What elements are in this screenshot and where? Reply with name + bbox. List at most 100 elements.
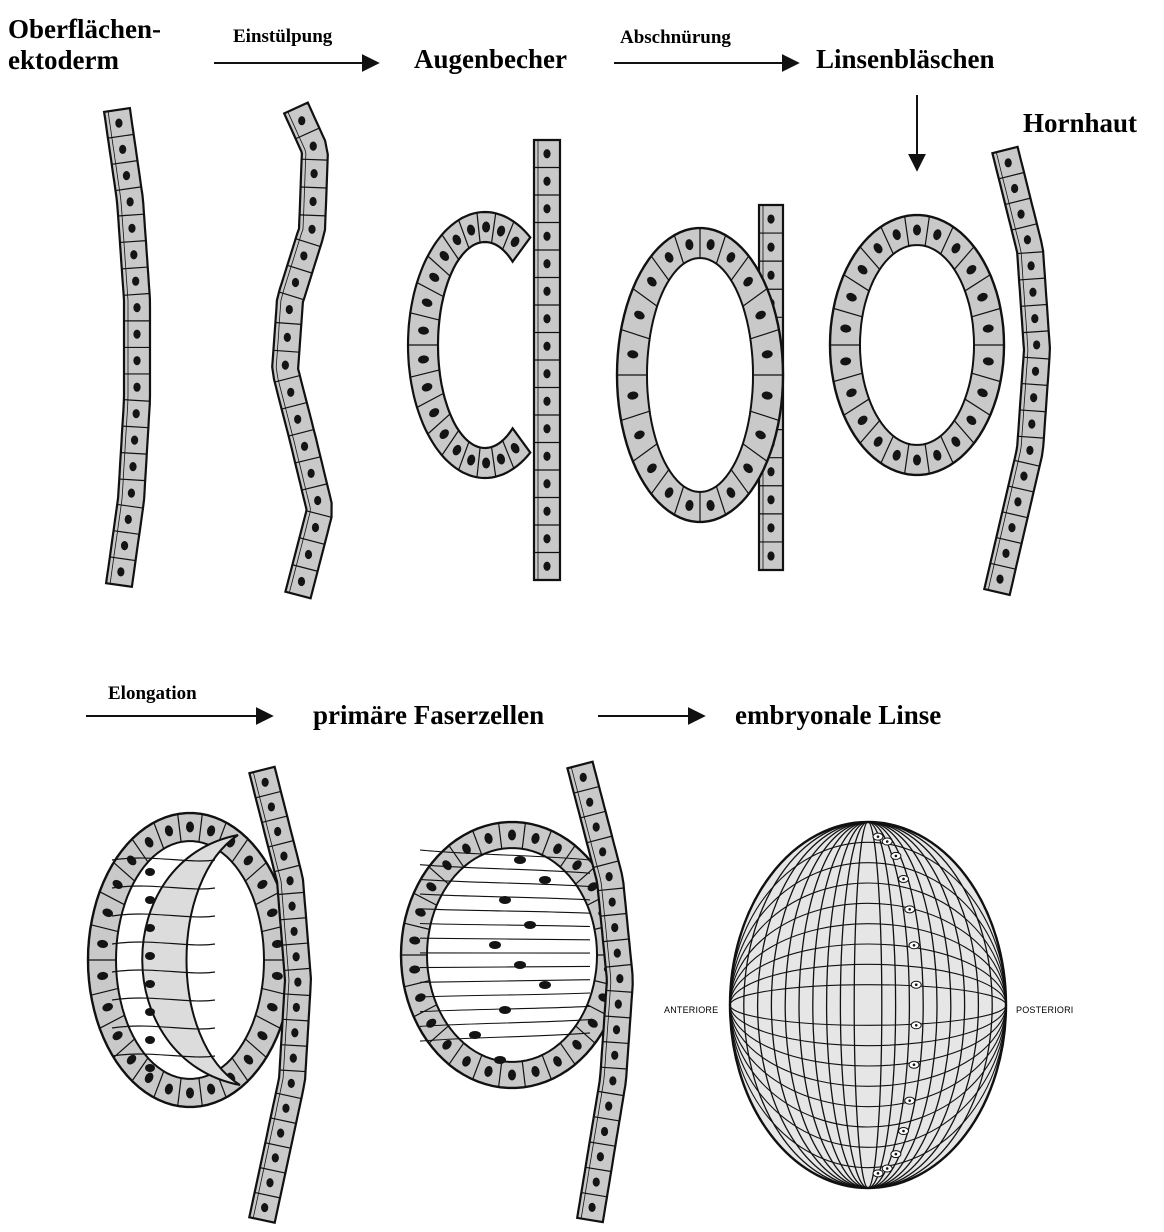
nucleus bbox=[499, 1006, 511, 1014]
nucleus bbox=[1031, 314, 1038, 323]
nucleus bbox=[514, 856, 526, 864]
primary-fiber-stage bbox=[401, 762, 633, 1222]
nucleus bbox=[508, 830, 516, 841]
nucleus bbox=[539, 981, 551, 989]
nucleus bbox=[290, 1054, 297, 1063]
lens-vesicle-lumen bbox=[860, 245, 974, 445]
nucleus bbox=[489, 941, 501, 949]
surface-ectoderm-label: Oberflächen- ektoderm bbox=[8, 14, 161, 76]
nucleus bbox=[767, 495, 774, 504]
nucleus bbox=[186, 822, 194, 833]
nucleus bbox=[311, 169, 318, 178]
nucleus bbox=[543, 479, 550, 488]
nucleus bbox=[543, 534, 550, 543]
nucleus bbox=[1029, 288, 1036, 297]
nucleus bbox=[133, 383, 140, 392]
nucleus bbox=[615, 1000, 622, 1009]
nucleus bbox=[291, 927, 298, 936]
nucleus bbox=[123, 171, 130, 180]
nucleus bbox=[767, 523, 774, 532]
nucleolus bbox=[913, 1063, 916, 1066]
nucleus bbox=[767, 551, 774, 560]
nucleus bbox=[1008, 523, 1015, 532]
nucleus bbox=[611, 923, 618, 932]
nucleus bbox=[1033, 340, 1040, 349]
nucleus bbox=[145, 1008, 155, 1016]
nucleus bbox=[605, 1102, 612, 1111]
nucleus bbox=[294, 415, 301, 424]
optic-cup-label: Augenbecher bbox=[414, 44, 567, 75]
surface-ectoderm-label-line2: ektoderm bbox=[8, 45, 161, 76]
nucleolus bbox=[908, 908, 911, 911]
nucleus bbox=[1005, 158, 1012, 167]
nucleus bbox=[300, 251, 307, 260]
nucleolus bbox=[915, 1024, 918, 1027]
nucleus bbox=[1030, 393, 1037, 402]
nucleus bbox=[133, 303, 140, 312]
primary-fibers-label: primäre Faserzellen bbox=[313, 700, 544, 731]
nucleus bbox=[282, 1104, 289, 1113]
nucleus bbox=[1014, 497, 1021, 506]
nucleus bbox=[601, 1127, 608, 1136]
nucleus bbox=[524, 921, 536, 929]
constricting-vesicle-lumen bbox=[647, 258, 753, 492]
nucleus bbox=[133, 330, 140, 339]
nucleus bbox=[262, 778, 269, 787]
elongation-stage bbox=[88, 767, 311, 1223]
nucleus bbox=[292, 278, 299, 287]
lens-vesicle-label: Linsenbläschen bbox=[816, 44, 995, 75]
nucleus bbox=[293, 1003, 300, 1012]
nucleus bbox=[913, 225, 921, 236]
nucleus bbox=[543, 342, 550, 351]
nucleus bbox=[115, 119, 122, 128]
primary-fiber-lens-ring-lumen bbox=[427, 848, 597, 1062]
nucleus bbox=[145, 952, 155, 960]
nucleus bbox=[767, 271, 774, 280]
nucleus bbox=[767, 243, 774, 252]
nucleus bbox=[128, 488, 135, 497]
nucleus bbox=[145, 1036, 155, 1044]
nucleus bbox=[609, 1076, 616, 1085]
nucleus bbox=[132, 277, 139, 286]
nucleus bbox=[117, 567, 124, 576]
anterior-label: ANTERIORE bbox=[664, 1005, 718, 1015]
nucleus bbox=[312, 523, 319, 532]
nucleolus bbox=[886, 840, 889, 843]
nucleus bbox=[287, 388, 294, 397]
nucleus bbox=[130, 250, 137, 259]
invagination-label: Einstülpung bbox=[233, 26, 332, 48]
nucleolus bbox=[902, 1130, 905, 1133]
nucleus bbox=[125, 515, 132, 524]
nucleus bbox=[121, 541, 128, 550]
nucleus bbox=[119, 145, 126, 154]
nucleolus bbox=[895, 1153, 898, 1156]
nucleus bbox=[543, 507, 550, 516]
nucleus bbox=[543, 314, 550, 323]
nucleus bbox=[1024, 235, 1031, 244]
nucleus bbox=[1011, 184, 1018, 193]
nucleus bbox=[268, 802, 275, 811]
nucleus bbox=[282, 361, 289, 370]
nucleus bbox=[469, 1031, 481, 1039]
invaginating-ectoderm-strip bbox=[272, 103, 331, 599]
nucleus bbox=[145, 924, 155, 932]
nucleolus bbox=[913, 944, 916, 947]
nucleus bbox=[767, 467, 774, 476]
nucleolus bbox=[908, 1099, 911, 1102]
nucleus bbox=[314, 496, 321, 505]
nucleus bbox=[1002, 549, 1009, 558]
nucleus bbox=[614, 948, 621, 957]
nucleus bbox=[308, 225, 315, 234]
nucleus bbox=[913, 455, 921, 466]
posterior-label: POSTERIORI bbox=[1016, 1005, 1074, 1015]
nucleolus bbox=[877, 835, 880, 838]
nucleus bbox=[280, 852, 287, 861]
nucleus bbox=[284, 333, 291, 342]
embryonic-lens-label: embryonale Linse bbox=[735, 700, 941, 731]
nucleus bbox=[543, 259, 550, 268]
nucleus bbox=[145, 896, 155, 904]
nucleus bbox=[611, 1051, 618, 1060]
nucleus bbox=[613, 1025, 620, 1034]
nucleus bbox=[286, 876, 293, 885]
